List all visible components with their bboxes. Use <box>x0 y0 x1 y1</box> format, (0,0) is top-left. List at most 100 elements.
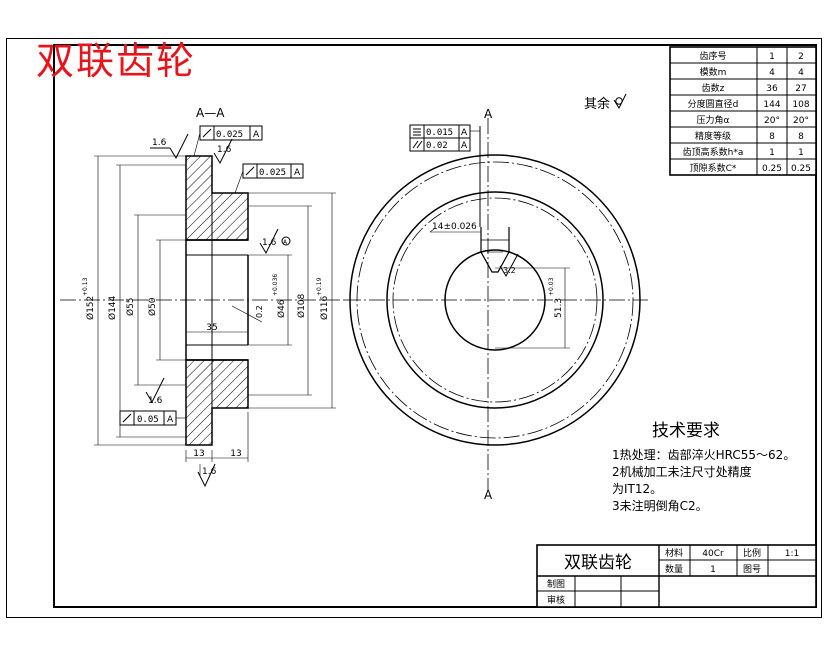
dim-d50: Ø50 <box>147 297 158 316</box>
dim-d46: Ø46 <box>276 299 287 318</box>
table-cell: 顶隙系数C* <box>690 162 737 174</box>
roughness-4-icon: 1.6 <box>145 377 165 406</box>
outer-border <box>6 38 822 618</box>
table-cell: 4 <box>798 68 804 78</box>
table-cell: 0.25 <box>762 164 782 174</box>
section-label: A—A <box>196 106 225 120</box>
table-cell: 1 <box>798 148 804 158</box>
dim-key-depth-tol: +0.03 <box>548 277 555 296</box>
dim-width-35: 35 <box>206 323 217 333</box>
tech-line: 1热处理：齿部淬火HRC55～62。 <box>612 447 795 462</box>
svg-text:A: A <box>294 168 301 178</box>
table-cell: 20° <box>793 116 809 126</box>
roughness-5: 1.6 <box>202 467 217 477</box>
table-header: 2 <box>798 52 804 62</box>
hatch-upper <box>185 155 249 241</box>
dim-d144: Ø144 <box>107 295 118 320</box>
roughness-1-icon: 1.6 <box>150 133 189 160</box>
tolerance-top1: 0.025 <box>216 130 243 140</box>
drawn-label: 制图 <box>547 578 565 590</box>
table-cell: 8 <box>769 132 775 142</box>
tech-line: 为IT12。 <box>612 482 662 496</box>
tolerance-parallel: 0.02 <box>426 141 448 151</box>
tech-line: 2机械加工未注尺寸处精度 <box>612 464 752 479</box>
table-cell: 0.25 <box>791 164 811 174</box>
dim-key-width: 14±0.026 <box>432 222 477 232</box>
material-label: 材料 <box>665 547 683 559</box>
table-cell: 压力角α <box>697 114 730 126</box>
section-mark-bottom: A <box>484 488 493 502</box>
table-cell: 108 <box>792 100 809 110</box>
qty-value: 1 <box>710 565 716 575</box>
dim-d46-tol: +0.036 <box>272 274 279 296</box>
section-mark-top: A <box>484 107 493 121</box>
material-value: 40Cr <box>702 549 724 559</box>
inner-border <box>53 44 817 608</box>
dim-d116: Ø116 <box>319 295 330 320</box>
roughness-2: 1.6 <box>217 145 232 155</box>
table-cell: 模数m <box>700 66 727 78</box>
dim-chamfer: 0.2 <box>255 305 264 318</box>
hatch-lower <box>185 359 249 446</box>
roughness-3-icon: 1.6 A <box>259 228 291 255</box>
dim-d116-tol: +0.19 <box>316 277 323 296</box>
table-cell: 20° <box>764 116 780 126</box>
table-cell: 8 <box>798 132 804 142</box>
svg-text:A: A <box>461 128 468 138</box>
svg-text:A: A <box>253 130 260 140</box>
table-header: 1 <box>769 52 775 62</box>
roughness-symbol-icon <box>613 93 627 110</box>
roughness-5-icon: 1.6 <box>197 463 217 488</box>
table-cell: 齿顶高系数h*a <box>683 146 744 158</box>
table-cell: 齿数z <box>702 82 725 94</box>
title-block-name: 双联齿轮 <box>564 553 632 573</box>
scale-label: 比例 <box>743 547 761 559</box>
rest-roughness-note: 其余 <box>584 96 610 112</box>
tolerance-frame-flat: 0.015 A <box>409 124 471 139</box>
svg-text:A: A <box>461 141 468 151</box>
table-cell: 36 <box>766 84 778 94</box>
red-title: 双联齿轮 <box>36 39 196 83</box>
roughness-2-icon: 1.6 <box>213 138 233 165</box>
dim-d152: Ø152 <box>85 296 96 320</box>
table-cell: 4 <box>769 68 775 78</box>
gear-parameter-table: 齿序号 1 2 模数m 4 4 齿数z 36 27 分度圆直径d 144 108… <box>669 46 817 176</box>
tech-line: 3未注明倒角C2。 <box>612 498 708 513</box>
table-cell: 144 <box>763 100 780 110</box>
svg-text:A: A <box>167 415 174 425</box>
dim-d55: Ø55 <box>125 297 136 316</box>
datum-mark-a: A <box>283 239 288 246</box>
tolerance-frame-top2: 0.025 A <box>234 163 304 194</box>
table-cell: 分度圆直径d <box>688 98 739 110</box>
title-block: 双联齿轮 材料 40Cr 比例 1:1 数量 1 图号 制图 审核 <box>536 544 817 608</box>
table-header: 齿序号 <box>699 50 726 62</box>
dim-d108: Ø108 <box>296 293 307 318</box>
dim-d152-tol: +0.13 <box>82 277 89 296</box>
dim-width-13a: 13 <box>193 449 204 459</box>
roughness-4: 1.6 <box>148 396 163 406</box>
dim-key-depth: 51.3 <box>554 298 564 318</box>
roughness-3: 1.6 <box>262 238 277 248</box>
table-cell: 精度等级 <box>695 130 731 142</box>
checked-label: 审核 <box>547 594 565 606</box>
tolerance-frame-parallel: 0.02 A <box>409 130 480 152</box>
technical-requirements: 技术要求 1热处理：齿部淬火HRC55～62。 2机械加工未注尺寸处精度 为IT… <box>612 421 795 513</box>
tolerance-frame-bottom: 0.05 A <box>119 410 186 426</box>
front-view: A A 14±0.026 51.3 +0.03 3.2 0.015 A <box>345 107 648 502</box>
tech-heading: 技术要求 <box>652 421 720 441</box>
tolerance-flat: 0.015 <box>426 128 453 138</box>
roughness-7: 3.2 <box>503 266 516 275</box>
section-view: A—A Ø <box>60 106 345 488</box>
table-cell: 1 <box>769 148 775 158</box>
dim-width-13b: 13 <box>230 449 241 459</box>
tolerance-frame-top1: 0.025 A <box>193 125 263 157</box>
tolerance-bottom: 0.05 <box>137 415 159 425</box>
scale-value: 1:1 <box>785 549 799 559</box>
roughness-7-icon: 3.2 <box>499 253 519 278</box>
roughness-1: 1.6 <box>152 138 167 148</box>
table-cell: 27 <box>795 84 806 94</box>
qty-label: 数量 <box>665 563 683 575</box>
tolerance-top2: 0.025 <box>259 168 286 178</box>
drawing-no-label: 图号 <box>743 564 761 575</box>
